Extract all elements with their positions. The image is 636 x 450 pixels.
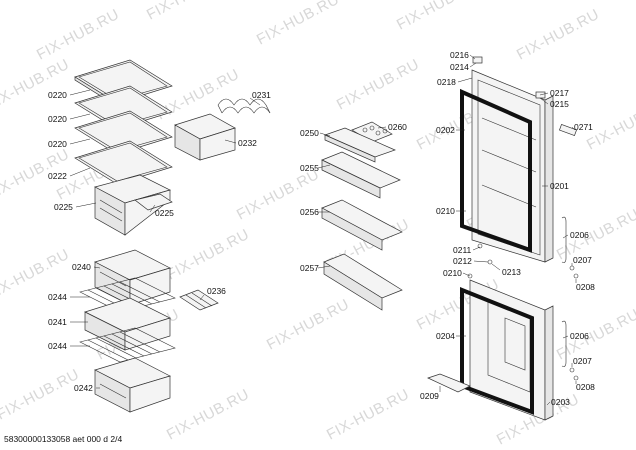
label-0236: 0236 [207, 286, 226, 296]
label-0207: 0207 [573, 356, 592, 366]
watermark: FIX-HUB.RU [264, 296, 352, 354]
freezer-drawer-top [94, 249, 171, 306]
label-0242: 0242 [74, 383, 93, 393]
screws-lower [569, 367, 579, 381]
freezer-drawer-middle [84, 297, 171, 351]
crisper-cover [94, 174, 173, 236]
glass-shelf-3 [74, 110, 173, 155]
label-0214: 0214 [450, 62, 469, 72]
ice-cube-tray [179, 289, 219, 311]
handle-upper [561, 216, 567, 263]
door-shelf-2 [321, 151, 401, 199]
label-0217: 0217 [550, 88, 569, 98]
label-0212: 0212 [453, 256, 472, 266]
bottle-rack [217, 98, 271, 114]
label-0240: 0240 [72, 262, 91, 272]
watermark: FIX-HUB.RU [0, 56, 72, 114]
label-0206: 0206 [570, 230, 589, 240]
label-0231: 0231 [252, 90, 271, 100]
label-0271: 0271 [574, 122, 593, 132]
leader-lines [69, 54, 577, 406]
handle-lower [561, 320, 567, 367]
watermark: FIX-HUB.RU [0, 366, 82, 424]
label-0232: 0232 [238, 138, 257, 148]
label-0209: 0209 [420, 391, 439, 401]
label-0206: 0206 [570, 331, 589, 341]
label-0220: 0220 [48, 139, 67, 149]
label-0260: 0260 [388, 122, 407, 132]
label-0255: 0255 [300, 163, 319, 173]
label-0241: 0241 [48, 317, 67, 327]
label-0220: 0220 [48, 90, 67, 100]
label-0203: 0203 [551, 397, 570, 407]
watermark: FIX-HUB.RU [334, 56, 422, 114]
watermark: FIX-HUB.RU [324, 386, 412, 444]
label-0210: 0210 [443, 268, 462, 278]
label-0220: 0220 [48, 114, 67, 124]
watermark: FIX-HUB.RU [144, 0, 232, 24]
lower-door-gasket [460, 287, 534, 415]
label-0225: 0225 [54, 202, 73, 212]
upper-door-gasket [460, 88, 532, 253]
label-0211: 0211 [453, 245, 472, 255]
document-code: 58300000133058 aet 000 d 2/4 [4, 434, 123, 444]
label-0225: 0225 [155, 208, 174, 218]
door-shelf-1 [324, 127, 396, 163]
lower-door [469, 279, 554, 421]
label-0202: 0202 [436, 125, 455, 135]
freezer-drawer-bottom [94, 357, 171, 413]
label-0218: 0218 [437, 77, 456, 87]
part-labels: 0220 0220 0220 0222 0225 0225 0231 0232 … [48, 50, 595, 407]
glass-shelf-4 [74, 140, 173, 185]
watermark: FIX-HUB.RU [164, 226, 252, 284]
label-0208: 0208 [576, 282, 595, 292]
door-shelf-3 [321, 199, 403, 251]
label-0210: 0210 [436, 206, 455, 216]
screws-upper [569, 265, 579, 279]
door-shelf-4 [323, 253, 403, 311]
label-0208: 0208 [576, 382, 595, 392]
kick-plate [427, 373, 471, 393]
label-0207: 0207 [573, 255, 592, 265]
label-0257: 0257 [300, 263, 319, 273]
label-0201: 0201 [550, 181, 569, 191]
label-0250: 0250 [300, 128, 319, 138]
label-0256: 0256 [300, 207, 319, 217]
watermark: FIX-HUB.RU [394, 0, 482, 34]
small-compartment [174, 113, 236, 161]
watermark: FIX-HUB.RU [154, 66, 242, 124]
label-0204: 0204 [436, 331, 455, 341]
watermark: FIX-HUB.RU [34, 6, 122, 64]
label-0215: 0215 [550, 99, 569, 109]
watermark: FIX-HUB.RU [164, 386, 252, 444]
upper-door [471, 69, 554, 263]
label-0222: 0222 [48, 171, 67, 181]
watermark: FIX-HUB.RU [514, 6, 602, 64]
wire-rack-2 [79, 327, 176, 363]
watermark: FIX-HUB.RU [254, 0, 342, 49]
label-0244: 0244 [48, 341, 67, 351]
label-0216: 0216 [450, 50, 469, 60]
label-0244: 0244 [48, 292, 67, 302]
label-0213: 0213 [502, 267, 521, 277]
